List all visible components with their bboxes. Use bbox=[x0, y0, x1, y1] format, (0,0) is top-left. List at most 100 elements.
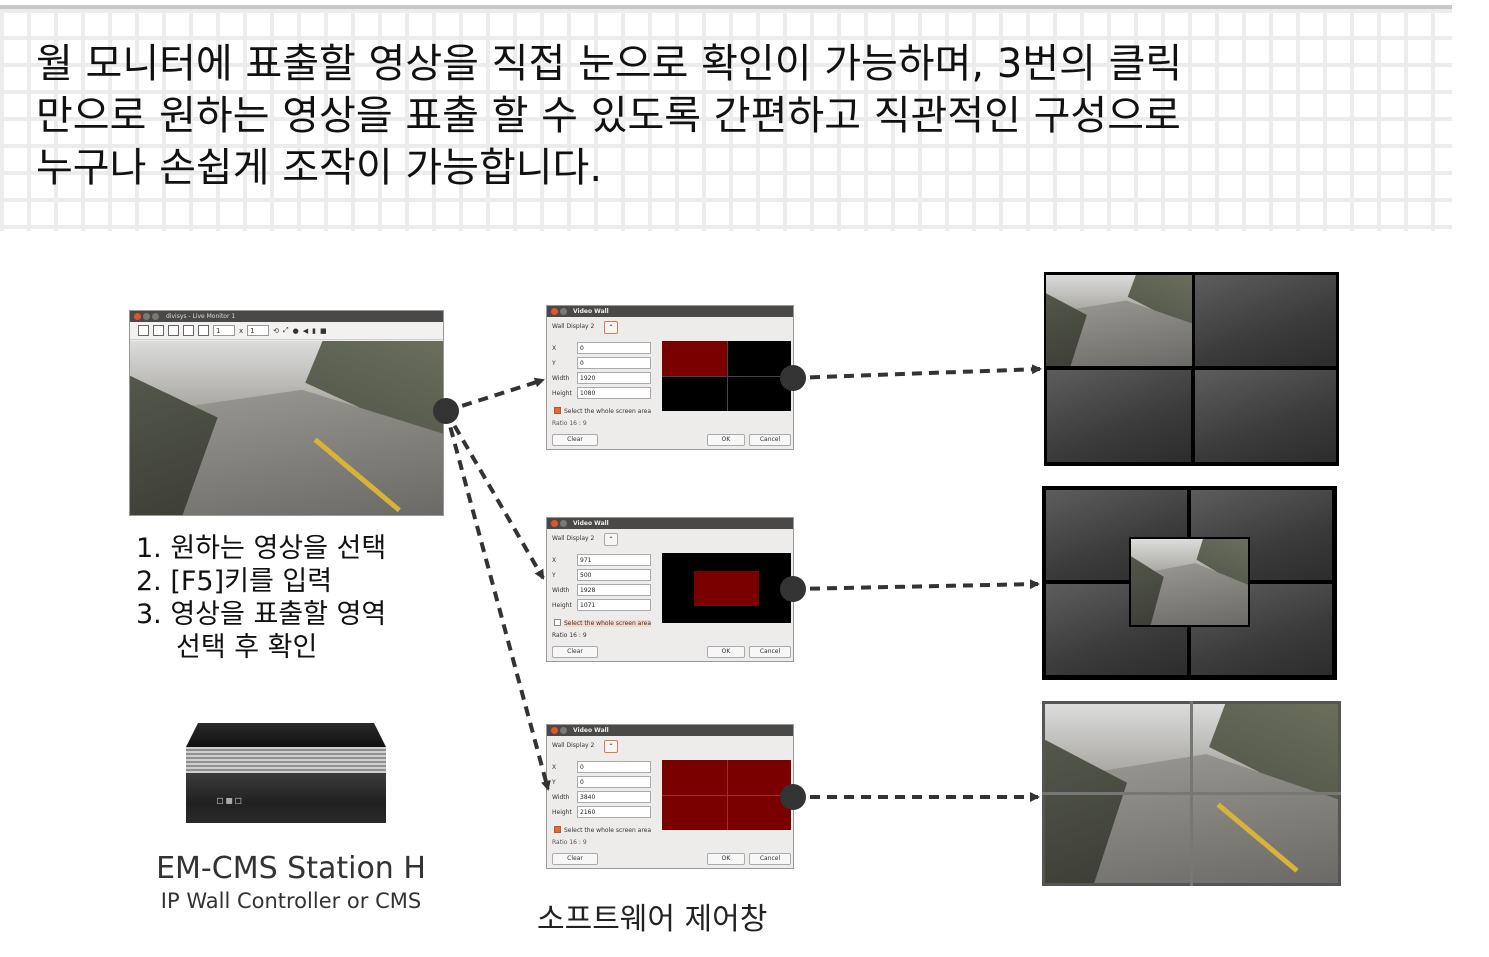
y-field[interactable]: 0 bbox=[577, 776, 651, 788]
ok-button[interactable]: OK bbox=[707, 646, 745, 658]
width-field[interactable]: 3840 bbox=[577, 791, 651, 803]
ok-button[interactable]: OK bbox=[707, 434, 745, 446]
mic-icon[interactable]: ▮ bbox=[312, 326, 316, 335]
wall-display-select[interactable]: Wall Display 2 bbox=[552, 323, 595, 330]
width-field[interactable]: 1928 bbox=[577, 584, 651, 596]
dropdown-icon[interactable]: ⌃ bbox=[604, 533, 618, 546]
minimize-icon[interactable] bbox=[560, 727, 567, 734]
step-2: 2. [F5]키를 입력 bbox=[136, 566, 333, 597]
y-label: Y bbox=[552, 360, 556, 367]
volume-icon[interactable]: ◀ bbox=[302, 326, 309, 335]
ratio-b[interactable]: 9 bbox=[582, 420, 587, 427]
info-icon[interactable]: ● bbox=[292, 326, 299, 335]
checkbox-unchecked-icon[interactable] bbox=[554, 619, 561, 626]
height-field[interactable]: 2160 bbox=[577, 806, 651, 818]
wall-monitor-panel bbox=[1047, 370, 1191, 462]
layout-2x2-icon[interactable] bbox=[153, 325, 164, 336]
x-field[interactable]: 971 bbox=[577, 554, 651, 566]
y-label: Y bbox=[552, 779, 556, 786]
rotate-icon[interactable]: ⟲ bbox=[273, 326, 280, 335]
minimize-icon[interactable] bbox=[143, 313, 150, 320]
select-whole-checkbox[interactable]: Select the whole screen area bbox=[554, 619, 652, 627]
camera-feed[interactable] bbox=[130, 341, 443, 515]
clear-button[interactable]: Clear bbox=[552, 646, 598, 658]
connector-dot bbox=[780, 784, 806, 810]
arrow-to-wall-2 bbox=[792, 579, 1040, 591]
wall-video-tile bbox=[1046, 275, 1192, 366]
x-label: X bbox=[552, 764, 557, 771]
ratio-row: Ratio 16 : 9 bbox=[552, 632, 587, 639]
cancel-button[interactable]: Cancel bbox=[749, 853, 791, 865]
layout-toolbar: 1 x 1 ⟲ ⤢ ● ◀ ▮ ■ bbox=[130, 322, 443, 340]
close-icon[interactable] bbox=[551, 308, 558, 315]
wall-display-select[interactable]: Wall Display 2 bbox=[552, 742, 595, 749]
cancel-button[interactable]: Cancel bbox=[749, 434, 791, 446]
minimize-icon[interactable] bbox=[560, 520, 567, 527]
ratio-b[interactable]: 9 bbox=[582, 839, 587, 846]
height-label: Height bbox=[552, 390, 572, 397]
ratio-b[interactable]: 9 bbox=[582, 632, 587, 639]
close-icon[interactable] bbox=[551, 727, 558, 734]
minimize-icon[interactable] bbox=[560, 308, 567, 315]
window-titlebar: divisys - Live Monitor 1 bbox=[130, 311, 443, 322]
dropdown-icon[interactable]: ⌃ bbox=[604, 321, 618, 334]
ratio-sep: : bbox=[578, 420, 581, 427]
fullscreen-icon[interactable]: ⤢ bbox=[283, 326, 289, 334]
layout-3x3-icon[interactable] bbox=[168, 325, 179, 336]
wall-preview[interactable] bbox=[662, 553, 791, 623]
y-field[interactable]: 500 bbox=[577, 569, 651, 581]
wall-monitor-panel bbox=[1195, 275, 1336, 366]
height-label: Height bbox=[552, 809, 572, 816]
select-whole-checkbox[interactable]: Select the whole screen area bbox=[554, 826, 651, 834]
ok-button[interactable]: OK bbox=[707, 853, 745, 865]
close-icon[interactable] bbox=[134, 313, 141, 320]
select-whole-label: Select the whole screen area bbox=[564, 620, 652, 627]
video-wall-dialog: Video Wall Wall Display 2 ⌃ X 0 Y 0 Widt… bbox=[546, 305, 794, 450]
width-field[interactable]: 1920 bbox=[577, 372, 651, 384]
height-field[interactable]: 1071 bbox=[577, 599, 651, 611]
grid-separator: x bbox=[239, 326, 244, 335]
dropdown-icon[interactable]: ⌃ bbox=[604, 740, 618, 753]
video-wall-dialog: Video Wall Wall Display 2 ⌃ X 0 Y 0 Widt… bbox=[546, 724, 794, 869]
ratio-a[interactable]: 16 bbox=[569, 420, 577, 427]
clear-button[interactable]: Clear bbox=[552, 434, 598, 446]
checkbox-checked-icon[interactable] bbox=[554, 826, 561, 833]
maximize-icon[interactable] bbox=[152, 313, 159, 320]
dialog-title: Video Wall bbox=[573, 308, 609, 315]
wall-video-tile bbox=[1129, 537, 1250, 627]
grid-columns-field[interactable]: 1 bbox=[213, 325, 235, 336]
layout-4x4-icon[interactable] bbox=[183, 325, 194, 336]
ratio-row: Ratio 16 : 9 bbox=[552, 839, 587, 846]
clear-button[interactable]: Clear bbox=[552, 853, 598, 865]
camera-icon[interactable]: ■ bbox=[320, 326, 327, 335]
grid-rows-field[interactable]: 1 bbox=[247, 325, 270, 336]
server-chassis-icon: ▫▪▫ bbox=[186, 723, 386, 823]
dialog-title: Video Wall bbox=[573, 727, 609, 734]
layout-5x5-icon[interactable] bbox=[198, 325, 209, 336]
dialog-title: Video Wall bbox=[573, 520, 609, 527]
select-whole-label: Select the whole screen area bbox=[564, 408, 652, 415]
select-whole-label: Select the whole screen area bbox=[564, 827, 652, 834]
step-3-continued: 선택 후 확인 bbox=[176, 632, 318, 663]
y-field[interactable]: 0 bbox=[577, 357, 651, 369]
wall-monitor-panel bbox=[1195, 370, 1336, 462]
selection-area bbox=[694, 570, 759, 606]
height-field[interactable]: 1080 bbox=[577, 387, 651, 399]
software-label: 소프트웨어 제어창 bbox=[537, 902, 768, 937]
checkbox-checked-icon[interactable] bbox=[554, 407, 561, 414]
wall-preview[interactable] bbox=[662, 760, 791, 830]
ratio-a[interactable]: 16 bbox=[569, 839, 577, 846]
ratio-sep: : bbox=[578, 839, 581, 846]
close-icon[interactable] bbox=[551, 520, 558, 527]
video-wall-dialog: Video Wall Wall Display 2 ⌃ X 971 Y 500 … bbox=[546, 517, 794, 662]
layout-1x1-icon[interactable] bbox=[138, 325, 149, 336]
bezel-horizontal bbox=[1042, 792, 1341, 795]
wall-preview[interactable] bbox=[662, 341, 791, 411]
wall-display-select[interactable]: Wall Display 2 bbox=[552, 535, 595, 542]
ratio-a[interactable]: 16 bbox=[569, 632, 577, 639]
cancel-button[interactable]: Cancel bbox=[749, 646, 791, 658]
select-whole-checkbox[interactable]: Select the whole screen area bbox=[554, 407, 651, 415]
x-field[interactable]: 0 bbox=[577, 342, 651, 354]
x-field[interactable]: 0 bbox=[577, 761, 651, 773]
device-name: EM-CMS Station H bbox=[156, 851, 426, 886]
